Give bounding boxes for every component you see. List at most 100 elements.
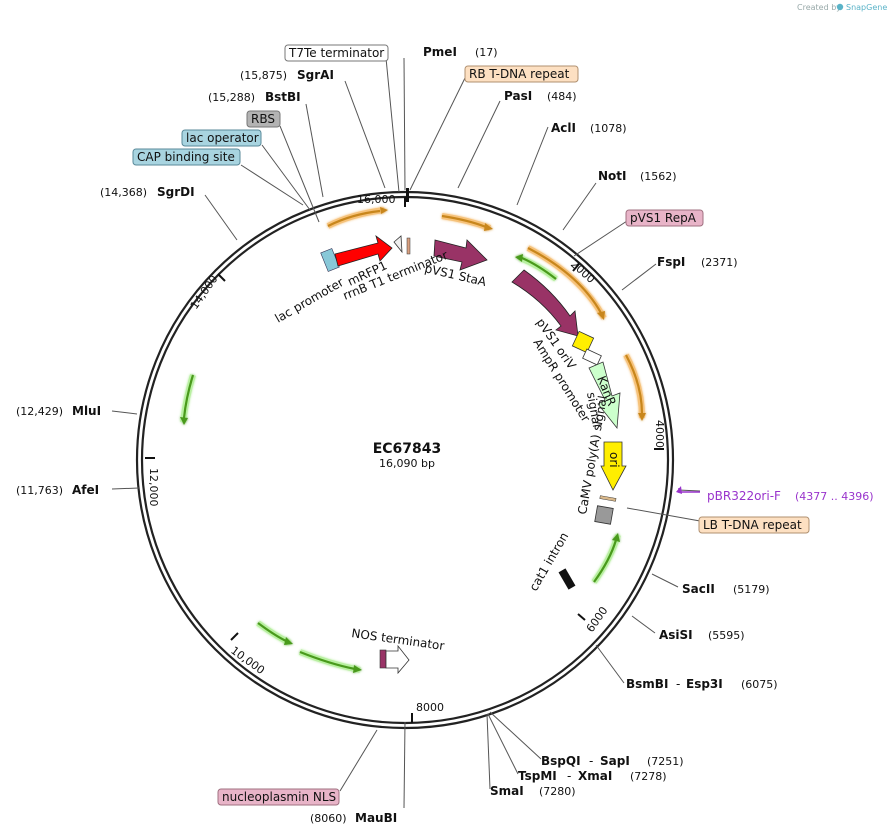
snapgene-brand[interactable]: SnapGene [846,3,887,12]
ori-arrow[interactable] [600,441,627,491]
feature-box-rb-tdna-repeat[interactable]: RB T-DNA repeat [464,65,579,83]
enzyme-labels: PmeI (17) PasI (484) AclI (1078) NotI (1… [16,45,778,825]
cut-site-marker [406,188,409,202]
feature-box-label: nucleoplasmin NLS [222,790,336,804]
feature-box-label: RBS [251,112,275,126]
enzyme-tspmi-xmai[interactable]: TspMI - XmaI (7278) [518,769,667,783]
enzyme-afei[interactable]: (11,763) AfeI [16,483,99,497]
pvs1-repa-arrow[interactable] [511,269,579,337]
enzyme-name: NotI [598,169,627,183]
nos-terminator-arrow[interactable] [385,644,410,675]
enzyme-name: MluI [72,404,101,418]
enzyme-fspi[interactable]: FspI (2371) [657,255,738,269]
feature-box [698,516,810,534]
tick-label: 16,000 [357,193,396,206]
enzyme-name: AfeI [72,483,99,497]
pvs1-staa-arrow[interactable] [433,239,488,271]
feature-box [217,788,340,806]
enzyme-position: (7280) [539,785,576,798]
enzyme-position: (8060) [310,812,347,825]
feature-box-label: lac operator [186,131,259,145]
primer-range: (4377 .. 4396) [795,490,874,503]
enzyme-name: BstBI [265,90,301,104]
enzyme-position: (1562) [640,170,677,183]
feature-box-label: T7Te terminator [288,46,384,60]
enzyme-smai[interactable]: SmaI (7280) [490,784,576,798]
enzyme-acli[interactable]: AclI (1078) [551,121,627,135]
enzyme-noti[interactable]: NotI (1562) [598,169,677,183]
ampr-promoter-feature[interactable] [582,348,602,366]
created-by-text: Created by [797,3,841,12]
green-orf-arrows [180,254,621,673]
enzyme-name-2: XmaI [578,769,612,783]
tick-marks [145,197,664,723]
enzyme-maubi[interactable]: (8060) MauBI [310,811,397,825]
feature-box [246,110,281,128]
label-pvs1-staa: pVS1 StaA [423,261,488,289]
feature-box-label: RB T-DNA repeat [469,67,570,81]
enzyme-position: (1078) [590,122,627,135]
kanr-arrow[interactable] [588,361,621,430]
feature-box-t7te-terminator[interactable]: T7Te terminator [284,44,389,62]
rbs-marker[interactable] [393,235,403,254]
enzyme-sgrai[interactable]: (15,875) SgrAI [240,68,334,82]
svg-text:-: - [567,769,571,783]
label-cat1-intron: cat1 intron [526,530,571,594]
lb-tdna-repeat-feature[interactable] [599,495,617,502]
tick-label: 12,000 [147,468,160,507]
feature-box-nucleoplasmin-nls[interactable]: nucleoplasmin NLS [217,788,340,806]
enzyme-sgrdi[interactable]: (14,368) SgrDI [100,185,195,199]
enzyme-name: SacII [682,582,715,596]
pvs1-oriv-feature[interactable] [571,330,595,354]
label-lac-promoter: lac promoter [273,275,347,326]
enzyme-position: (12,429) [16,405,63,418]
nucleoplasmin-nls-feature[interactable] [379,649,387,669]
enzyme-position: (5179) [733,583,770,596]
enzyme-position: (15,288) [208,91,255,104]
primer-pbr322ori-f[interactable]: pBR322ori-F (4377 .. 4396) [676,486,874,503]
tick-label: 14,000 [188,273,221,312]
enzyme-asisi[interactable]: AsiSI (5595) [659,628,745,642]
enzyme-name: SgrDI [157,185,195,199]
enzyme-position: (5595) [708,629,745,642]
enzyme-pmei[interactable]: PmeI (17) [423,45,498,59]
inner-features [320,234,627,675]
feature-box [464,65,579,83]
enzyme-pasi[interactable]: PasI (484) [504,89,577,103]
enzyme-name-2: SapI [600,754,630,768]
enzyme-name: FspI [657,255,685,269]
feature-box [132,148,241,166]
enzyme-sacii[interactable]: SacII (5179) [682,582,770,596]
primer-arrowhead-icon [676,486,682,494]
inner-feature-labels: lac promoter mRFP1 rrnB T1 terminator pV… [273,248,622,653]
mrfp1-arrow[interactable] [334,234,393,267]
boxed-feature-labels: T7Te terminator RB T-DNA repeat RBS lac … [132,44,810,806]
enzyme-mlui[interactable]: (12,429) MluI [16,404,101,418]
feature-box-pvs1-repa[interactable]: pVS1 RepA [625,209,704,227]
outer-orf-arrows [326,207,646,421]
rrnb-terminator-feature[interactable] [406,237,411,255]
feature-box-rbs[interactable]: RBS [246,110,281,128]
feature-box [625,209,704,227]
enzyme-name: AsiSI [659,628,693,642]
feature-box-cap-binding-site[interactable]: CAP binding site [132,148,241,166]
enzyme-bspqi-sapi[interactable]: BspQI - SapI (7251) [541,754,684,768]
enzyme-name-2: Esp3I [686,677,723,691]
enzyme-bsmbi-esp3i[interactable]: BsmBI - Esp3I (6075) [626,677,778,691]
enzyme-name: BsmBI [626,677,668,691]
label-ori: ori [607,452,621,468]
enzyme-bstbi[interactable]: (15,288) BstBI [208,90,301,104]
enzyme-name: MauBI [355,811,397,825]
feature-box-lac-operator[interactable]: lac operator [181,129,262,147]
feature-box-lb-tdna-repeat[interactable]: LB T-DNA repeat [698,516,810,534]
enzyme-position: (6075) [741,678,778,691]
svg-text:-: - [589,754,593,768]
svg-text:-: - [676,677,680,691]
camv-polya-feature[interactable] [594,505,614,525]
feature-box [181,129,262,147]
enzyme-position: (11,763) [16,484,63,497]
cat1-intron-feature[interactable] [558,568,576,590]
feature-box [284,44,389,62]
leader-lines [111,57,701,809]
